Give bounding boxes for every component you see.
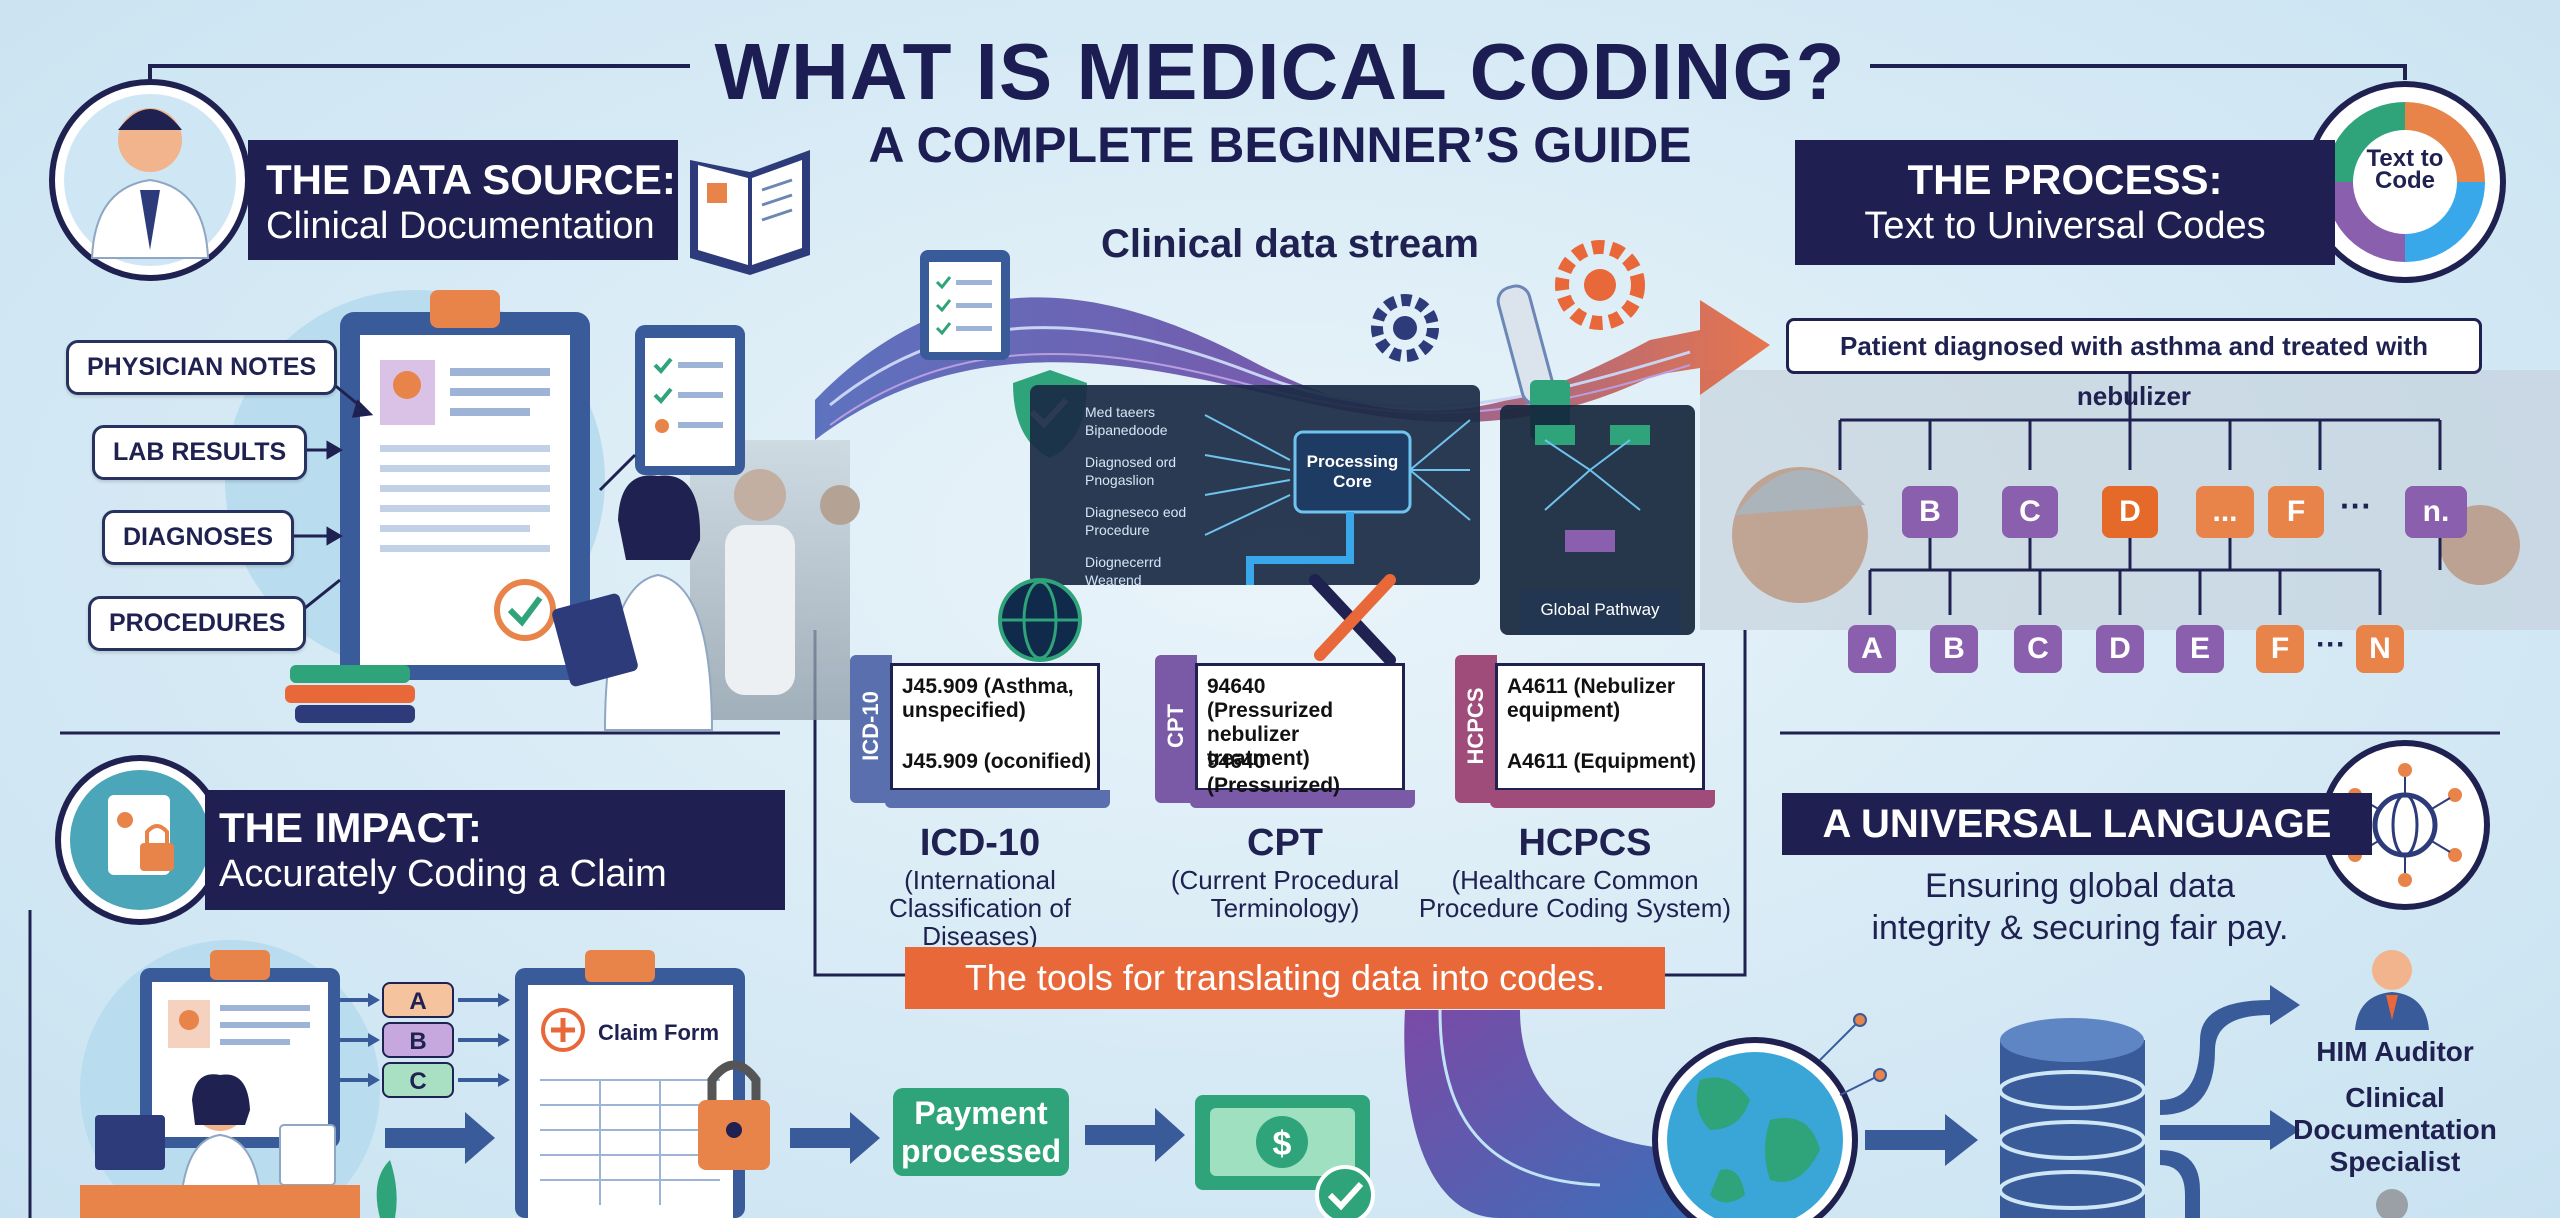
code-tree-connectors: [1838, 370, 2442, 615]
impact-heading: THE IMPACT:: [219, 804, 482, 851]
book-code-line: 94640 (Pressurized nebulizer treatment): [1207, 675, 1334, 770]
book-spine-label: ICD-10: [858, 691, 883, 761]
data-source-item-diagnoses: DIAGNOSES: [102, 510, 295, 565]
role-cds: Clinical Documentation Specialist: [2293, 1082, 2497, 1177]
book-desc-icd10: (International Classification of Disease…: [888, 865, 1072, 951]
global-pathway-label: Global Pathway: [1540, 600, 1660, 619]
stream-checklist-icon: [920, 250, 1010, 360]
book-code-line: J45.909 (Asthma, unspecified): [902, 675, 1074, 722]
data-source-subheading: Clinical Documentation: [266, 205, 655, 247]
processing-core-label: Processing Core: [1306, 452, 1399, 491]
coder-at-desk-icon: [80, 940, 397, 1218]
tools-icon: [1309, 574, 1396, 666]
impact-subheading: Accurately Coding a Claim: [219, 853, 667, 895]
gear-icon: [1371, 240, 1645, 362]
screen-line: Med taeers Bipanedoode: [1085, 404, 1168, 438]
data-source-item-lab-results: LAB RESULTS: [92, 425, 308, 480]
book-code-line: A4611 (Equipment): [1507, 750, 1697, 773]
section-dividers: [28, 630, 2500, 1218]
auditor-avatar-icon: [2355, 950, 2429, 1218]
role-him-auditor: HIM Auditor: [2316, 1036, 2474, 1067]
code-box-top: D: [2102, 486, 2158, 538]
data-source-banner: THE DATA SOURCE: Clinical Documentation: [248, 140, 678, 260]
screen-text-lines: Med taeers Bipanedoode Diagnosed ord Pno…: [1085, 403, 1195, 589]
book-code-line: A4611 (Nebulizer equipment): [1507, 675, 1676, 722]
impact-banner: THE IMPACT: Accurately Coding a Claim: [205, 790, 785, 910]
roles-fanout-arrows: [2160, 985, 2300, 1218]
code-box-bottom: E: [2176, 625, 2224, 673]
code-box-top: F: [2268, 486, 2324, 538]
money-bill-icon: $: [1195, 1095, 1375, 1218]
claim-form-label: Claim Form: [598, 1020, 720, 1045]
book-desc-cpt: (Current Procedural Terminology): [1170, 865, 1400, 923]
code-box-bottom: C: [2014, 625, 2062, 673]
checklist-clipboard-icon: [635, 325, 745, 475]
text-to-code-cycle-icon: [2304, 81, 2506, 283]
impact-code-c: C: [382, 1062, 454, 1098]
code-ellipsis: ···: [2340, 488, 2372, 524]
code-ellipsis: ···: [2316, 628, 2346, 661]
open-book-icon: [690, 150, 810, 275]
code-box-top: C: [2002, 486, 2058, 538]
cycle-label: Text to Code: [2366, 145, 2444, 194]
impact-flow-arrows: [340, 993, 1185, 1164]
payment-processed-badge: Payment processed: [893, 1088, 1069, 1176]
book-spine-label: CPT: [1163, 704, 1188, 748]
code-box-bottom: F: [2256, 625, 2304, 673]
process-subheading: Text to Universal Codes: [1864, 205, 2266, 247]
nurse-figure-icon: [552, 475, 714, 731]
process-banner: THE PROCESS: Text to Universal Codes: [1795, 140, 2335, 265]
code-book-hcpcs: HCPCS A4611 (Nebulizer equipment) A4611 …: [1455, 655, 1715, 810]
data-source-heading: THE DATA SOURCE:: [266, 156, 676, 203]
network-globe-icon: [2320, 740, 2490, 910]
screen-line: Diagnosed ord Pnogaslion: [1085, 454, 1177, 488]
title-frame: [148, 64, 2407, 80]
world-globe-icon: [1652, 1013, 1978, 1218]
impact-code-b: B: [382, 1022, 454, 1058]
patient-sentence-box: Patient diagnosed with asthma and treate…: [1786, 318, 2482, 411]
doctor-avatar-icon: [49, 79, 251, 281]
tools-ribbon: The tools for translating data into code…: [905, 947, 1665, 1009]
book-spine-label: HCPCS: [1463, 687, 1488, 765]
code-box-top: ...: [2196, 486, 2254, 538]
screen-line: Diagneseco eod Procedure: [1085, 504, 1187, 538]
globe-medical-icon: [998, 578, 1082, 662]
code-book-icd10: ICD-10 J45.909 (Asthma, unspecified) J45…: [850, 655, 1110, 810]
book-desc-hcpcs: (Healthcare Common Procedure Coding Syst…: [1418, 865, 1732, 923]
code-book-cpt: CPT 94640 (Pressurized nebulizer treatme…: [1155, 655, 1415, 810]
data-pipe-flow: [1404, 1009, 1700, 1218]
process-heading: THE PROCESS:: [1907, 156, 2223, 203]
code-box-bottom: A: [1848, 625, 1896, 673]
screen-line: Diognecerrd Wearend: [1085, 554, 1162, 588]
processing-screen: [1030, 385, 1695, 635]
impact-code-a: A: [382, 982, 454, 1018]
book-name-cpt: CPT: [1247, 822, 1323, 864]
code-box-top: n.: [2405, 486, 2467, 538]
database-icon: [1998, 1018, 2146, 1218]
svg-text:$: $: [1273, 1125, 1292, 1163]
book-name-hcpcs: HCPCS: [1518, 822, 1652, 864]
universal-banner: A UNIVERSAL LANGUAGE: [1782, 793, 2372, 855]
page-subtitle: A COMPLETE BEGINNER’S GUIDE: [868, 117, 1692, 173]
code-box-bottom: D: [2096, 625, 2144, 673]
book-code-line: J45.909 (oconified): [902, 750, 1092, 773]
claim-form-icon: [515, 950, 770, 1218]
book-name-icd10: ICD-10: [919, 822, 1041, 864]
data-source-item-procedures: PROCEDURES: [88, 596, 307, 651]
code-box-bottom: B: [1930, 625, 1978, 673]
book-code-line: 94640 (Pressurized): [1207, 750, 1341, 797]
stream-label: Clinical data stream: [1101, 222, 1479, 266]
universal-tagline: Ensuring global data integrity & securin…: [1871, 867, 2289, 947]
code-box-top: B: [1902, 486, 1958, 538]
code-box-bottom: N: [2356, 625, 2404, 673]
data-source-item-physician-notes: PHYSICIAN NOTES: [66, 340, 338, 395]
secure-clipboard-icon: [55, 755, 225, 925]
page-title: WHAT IS MEDICAL CODING?: [714, 27, 1846, 116]
